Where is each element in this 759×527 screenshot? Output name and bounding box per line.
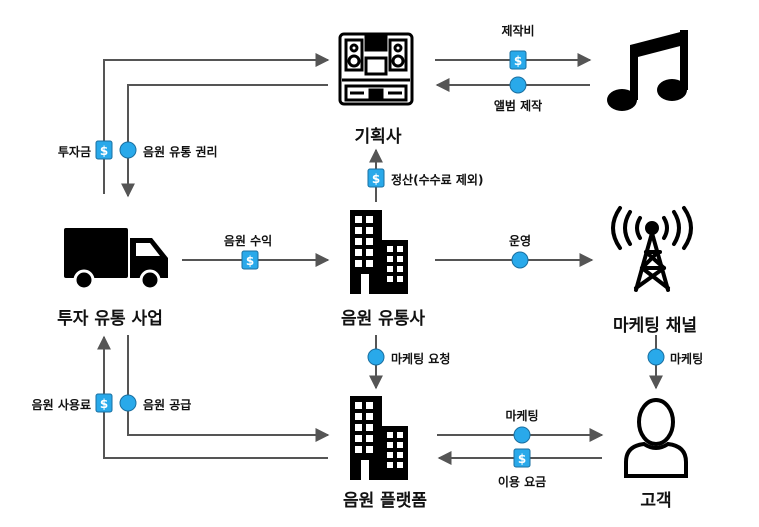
money-icon (241, 250, 259, 270)
node-channel-label: 마케팅 채널 (612, 316, 698, 336)
edge-music-revenue-label: 음원 수익 (223, 234, 273, 248)
dot-icon (367, 348, 385, 366)
arrow-investment (103, 53, 330, 194)
dot-icon (511, 251, 529, 269)
mixing-console-icon (338, 32, 414, 106)
edge-distribution-rights-label: 음원 유통 권리 (143, 145, 218, 159)
building-icon (350, 210, 408, 294)
edge-music-supply-label: 음원 공급 (143, 398, 192, 412)
node-agency-label: 기획사 (354, 127, 402, 147)
broadcast-tower-icon (611, 206, 693, 292)
edge-marketing-request-label: 마케팅 요청 (391, 352, 451, 366)
edge-investment-label: 투자금 (57, 145, 91, 159)
edge-usage-fee-platform-label: 음원 사용료 (31, 398, 91, 412)
money-icon (509, 50, 527, 70)
dot-icon (119, 141, 137, 159)
arrow-distribution-rights (121, 84, 328, 198)
node-platform-label: 음원 플랫폼 (342, 491, 428, 511)
edge-settlement-label: 정산(수수료 제외) (391, 173, 484, 187)
money-icon (513, 448, 531, 468)
music-note-icon (607, 30, 688, 111)
edge-production-cost-label: 제작비 (501, 24, 535, 38)
money-icon (95, 393, 113, 413)
arrow-music-supply (127, 335, 330, 442)
node-distributor-label: 음원 유통사 (340, 309, 426, 329)
building-icon (350, 396, 408, 480)
money-icon (367, 168, 385, 188)
edge-album-production-label: 앨범 제작 (493, 99, 543, 113)
dot-icon (119, 394, 137, 412)
edge-usage-fee-customer-label: 이용 요금 (497, 475, 547, 489)
money-icon (95, 140, 113, 160)
node-customer-label: 고객 (640, 491, 672, 511)
edge-operation-label: 운영 (508, 234, 532, 248)
person-icon (624, 398, 688, 478)
dot-icon (509, 76, 527, 94)
dot-icon (513, 426, 531, 444)
edge-marketing-channel-label: 마케팅 (670, 352, 704, 366)
node-investor-label: 투자 유통 사업 (57, 309, 163, 329)
dot-icon (647, 348, 665, 366)
truck-icon (64, 228, 168, 291)
edge-marketing-customer-label: 마케팅 (505, 409, 539, 423)
arrow-usage-fee-platform (97, 335, 328, 459)
